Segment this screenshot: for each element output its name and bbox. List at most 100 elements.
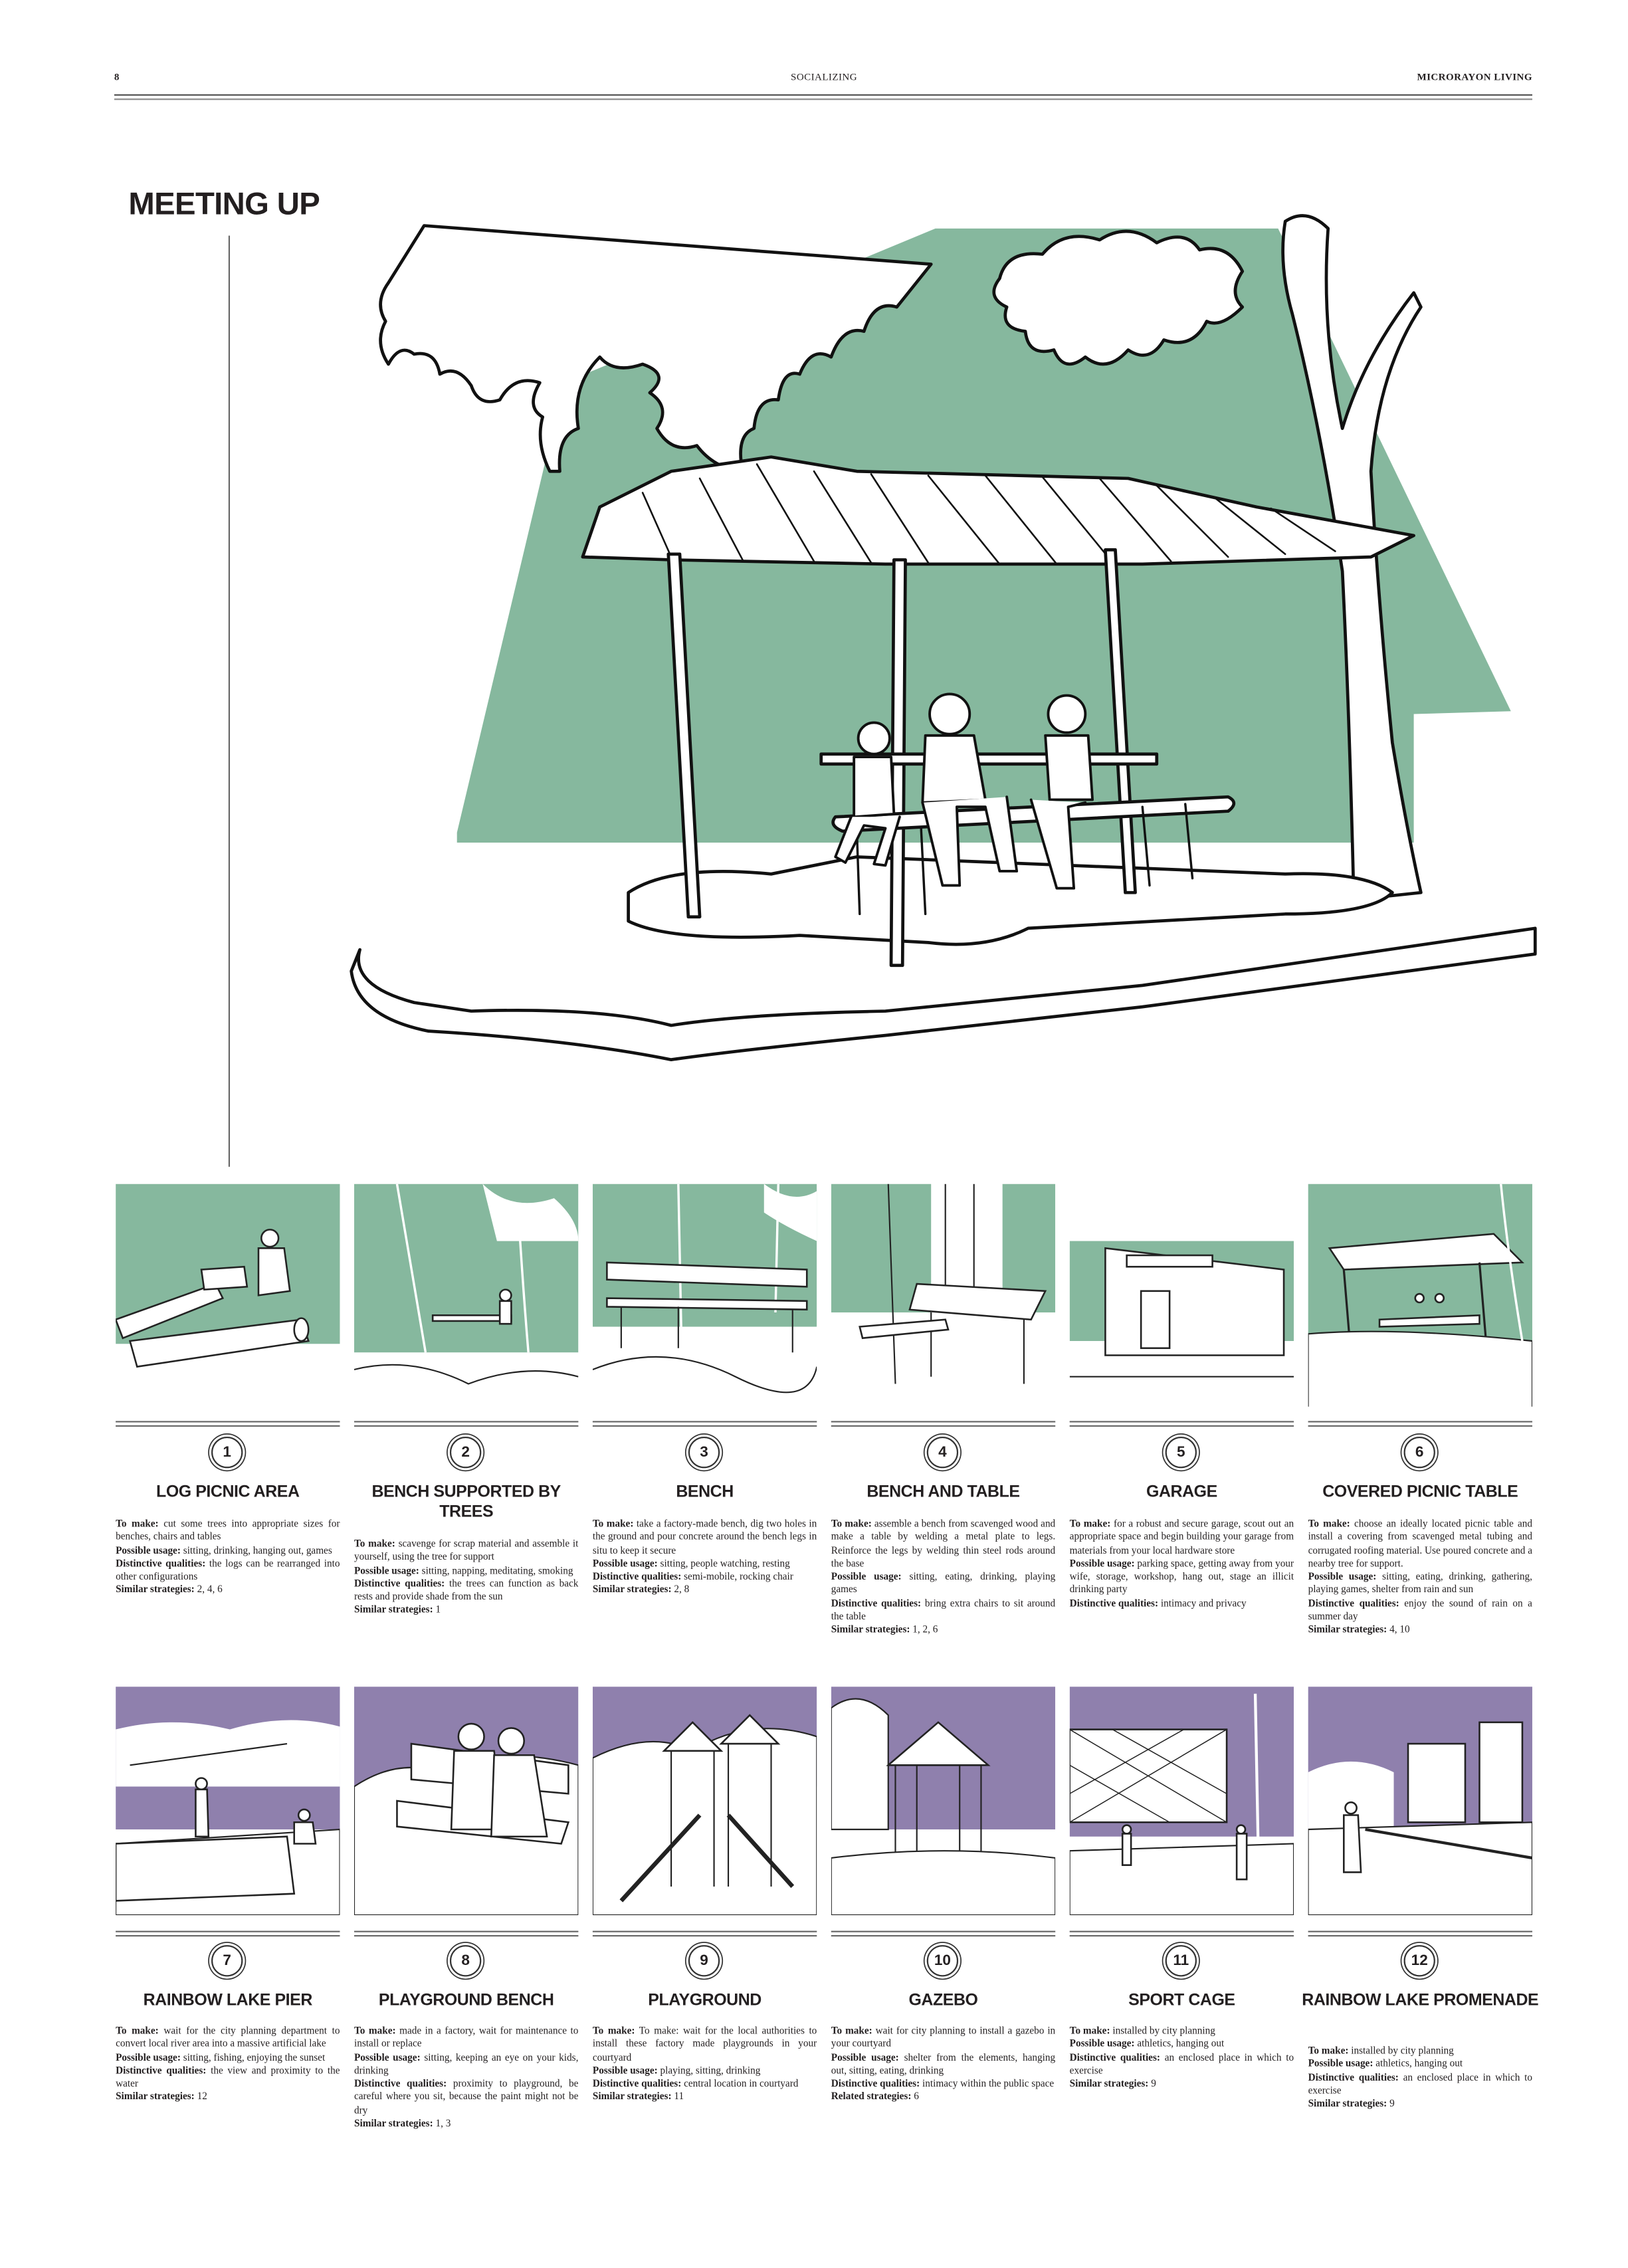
page-number: 8 (114, 71, 120, 83)
strategy-description: To make: assemble a bench from scavenged… (831, 1518, 1055, 1637)
strategy-title: GAZEBO (908, 1990, 978, 2010)
field-label: Possible usage: (1308, 1571, 1377, 1583)
field-text: cut some trees into appropriate sizes fo… (116, 1518, 340, 1543)
description-field: Possible usage: sitting, drinking, hangi… (116, 1544, 340, 1558)
field-text: 9 (1151, 2078, 1156, 2090)
strategy-title: BENCH (676, 1482, 734, 1501)
field-label: Distinctive qualities: (592, 1571, 682, 1583)
field-label: Possible usage: (116, 1544, 181, 1556)
description-field: To make: To make: wait for the local aut… (593, 2025, 817, 2065)
field-label: Similar strategies: (116, 1584, 195, 1596)
field-text: made in a factory, wait for maintenance … (354, 2025, 579, 2050)
card-rule (1069, 1421, 1294, 1427)
publication-name: MICRORAYON LIVING (1417, 71, 1532, 83)
divider-line (228, 235, 231, 1167)
field-text: proximity to playground, be careful wher… (354, 2078, 579, 2116)
description-field: Similar strategies: 2, 4, 6 (116, 1584, 340, 1598)
field-text: shelter from the elements, hanging out, … (831, 2051, 1056, 2077)
thumbnail-sport-cage (1069, 1687, 1294, 1915)
strategy-description: To make: take a factory-made bench, dig … (593, 1518, 817, 1598)
field-text: enjoy the sound of rain on a summer day (1308, 1598, 1532, 1623)
card-rule (831, 1421, 1056, 1427)
thumbnail-log-picnic-area (116, 1184, 340, 1407)
field-label: Distinctive qualities: (1308, 2071, 1399, 2083)
field-text: wait for city planning to install a gaze… (831, 2025, 1056, 2050)
description-field: Distinctive qualities: proximity to play… (354, 2078, 578, 2118)
field-text: an enclosed place in which to exercise (1069, 2051, 1294, 2077)
card-rule (592, 1930, 817, 1937)
field-label: To make: (592, 2025, 635, 2037)
description-field: Similar strategies: 4, 10 (1308, 1624, 1532, 1637)
description-field: Similar strategies: 9 (1308, 2098, 1532, 2111)
field-label: Similar strategies: (1308, 2098, 1387, 2110)
strategy-title: BENCH AND TABLE (866, 1482, 1020, 1501)
description-field: To make: assemble a bench from scavenged… (831, 1518, 1055, 1571)
description-field: Similar strategies: 1, 3 (354, 2118, 578, 2131)
description-field: Distinctive qualities: an enclosed place… (1070, 2051, 1294, 2078)
tree-canopy-right (992, 229, 1245, 366)
field-text: 4, 10 (1389, 1624, 1410, 1636)
description-field: Possible usage: sitting, eating, drinkin… (1308, 1571, 1532, 1598)
card-rule (116, 1421, 340, 1427)
strategy-number-badge: 7 (211, 1945, 243, 1977)
thumbnail-gazebo (831, 1687, 1056, 1915)
header-rule (114, 94, 1532, 96)
field-text: 2, 4, 6 (197, 1584, 223, 1596)
field-text: semi-mobile, rocking chair (684, 1571, 793, 1583)
thumbnail-rainbow-lake-promenade (1308, 1687, 1532, 1915)
description-field: Distinctive qualities: the view and prox… (116, 2065, 340, 2091)
field-label: Distinctive qualities: (831, 2078, 920, 2090)
description-field: Similar strategies: 11 (593, 2091, 817, 2105)
description-field: To make: choose an ideally located picni… (1308, 1518, 1532, 1571)
description-field: Similar strategies: 12 (116, 2091, 340, 2105)
field-label: To make: (116, 1518, 159, 1530)
field-label: Similar strategies: (831, 1624, 910, 1636)
description-field: Similar strategies: 1 (354, 1604, 578, 1617)
description-field: Similar strategies: 9 (1070, 2078, 1294, 2091)
field-text: 1, 2, 6 (912, 1624, 938, 1636)
field-label: Possible usage: (1308, 2058, 1374, 2070)
bench-legs (855, 803, 1194, 916)
field-label: Related strategies: (831, 2091, 912, 2103)
strategy-title: PLAYGROUND (648, 1990, 762, 2010)
strategy-number-badge: 12 (1403, 1945, 1435, 1977)
field-label: Distinctive qualities: (831, 1598, 922, 1609)
description-field: Possible usage: athletics, hanging out (1070, 2038, 1294, 2051)
thumbnail-garage (1069, 1184, 1294, 1407)
field-label: To make: (831, 1518, 872, 1530)
field-label: To make: (831, 2025, 872, 2037)
description-field: Possible usage: playing, sitting, drinki… (593, 2065, 817, 2078)
strategy-description: To make: choose an ideally located picni… (1308, 1518, 1532, 1637)
field-label: Possible usage: (354, 1564, 419, 1576)
strategy-number-badge: 9 (688, 1945, 720, 1977)
field-label: Distinctive qualities: (354, 2078, 447, 2090)
field-text: To make: wait for the local authorities … (592, 2025, 817, 2063)
field-text: installed by city planning (1351, 2045, 1454, 2057)
field-text: athletics, hanging out (1375, 2058, 1463, 2070)
strategy-number-badge: 2 (449, 1436, 482, 1469)
description-field: Distinctive qualities: semi-mobile, rock… (593, 1571, 817, 1584)
sidewalk (350, 926, 1537, 1061)
description-field: Possible usage: shelter from the element… (831, 2051, 1055, 2078)
field-label: To make: (354, 2025, 396, 2037)
field-text: 9 (1389, 2098, 1395, 2110)
description-field: To make: scavenge for scrap material and… (354, 1538, 578, 1565)
field-label: To make: (592, 1518, 634, 1530)
field-text: intimacy within the public space (922, 2078, 1055, 2090)
roof-corrugation (641, 463, 1336, 566)
description-field: Distinctive qualities: bring extra chair… (831, 1598, 1055, 1624)
field-label: Possible usage: (831, 1571, 902, 1583)
strategy-number-badge: 8 (449, 1945, 482, 1977)
thumbnail-playground (592, 1687, 817, 1915)
description-field: Possible usage: sitting, napping, medita… (354, 1565, 578, 1578)
strategy-title: LOG PICNIC AREA (156, 1482, 300, 1501)
description-field: Possible usage: sitting, people watching… (593, 1558, 817, 1571)
card-rule (116, 1930, 340, 1937)
strategy-title: BENCH SUPPORTED BY TREES (371, 1482, 561, 1520)
description-field: Distinctive qualities: enjoy the sound o… (1308, 1598, 1532, 1624)
strategy-number-badge: 11 (1165, 1945, 1197, 1977)
field-label: To make: (354, 1538, 395, 1550)
field-text: 1, 3 (435, 2118, 451, 2130)
